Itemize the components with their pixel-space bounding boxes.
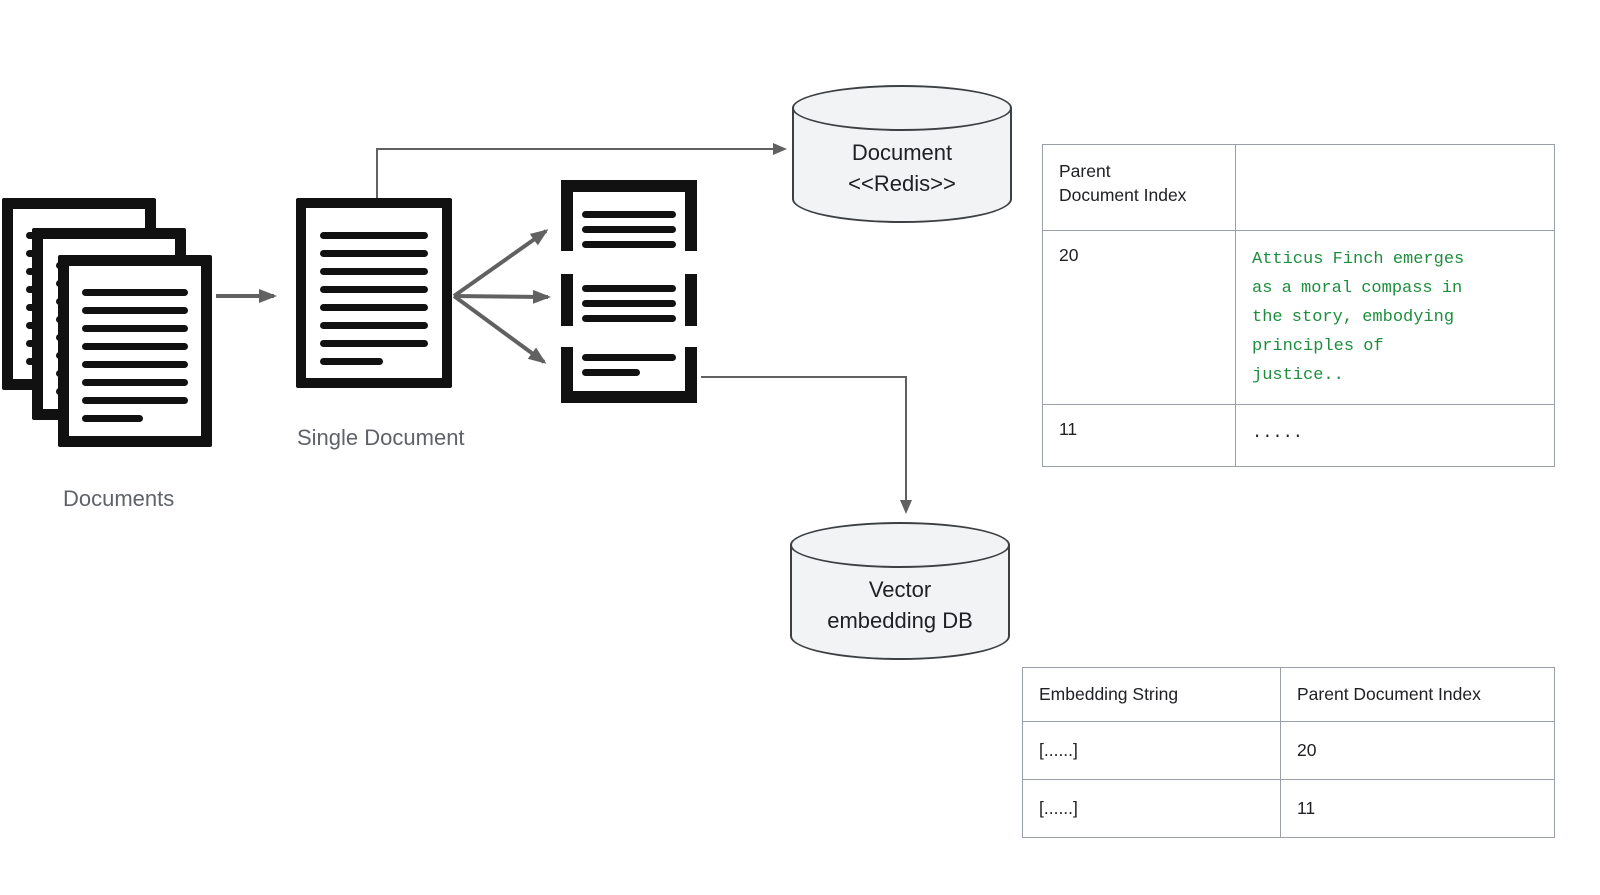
vector-db-label: Vector embedding DB bbox=[790, 574, 1010, 636]
parent-document-index-header: Parent Document Index bbox=[1042, 144, 1236, 231]
vector-db-label-line1: Vector bbox=[868, 577, 932, 602]
document-front-icon bbox=[58, 255, 212, 447]
embedding-table: Embedding String Parent Document Index [… bbox=[1022, 667, 1555, 838]
table-row: [......] 20 bbox=[1022, 721, 1555, 780]
parent-document-index-header: Parent Document Index bbox=[1280, 667, 1555, 722]
table-row: [......] 11 bbox=[1022, 779, 1555, 838]
arrow-single-to-chunk-bottom bbox=[452, 294, 547, 364]
table-row: 11 ..... bbox=[1042, 404, 1555, 467]
parent-index-cell: 20 bbox=[1280, 721, 1555, 780]
document-content-cell: Atticus Finch emerges as a moral compass… bbox=[1235, 230, 1555, 405]
table-header-row: Parent Document Index bbox=[1042, 144, 1555, 231]
vector-db-label-line2: embedding DB bbox=[827, 608, 973, 633]
content-header bbox=[1235, 144, 1555, 231]
parent-index-cell: 11 bbox=[1042, 404, 1236, 467]
parent-index-cell: 11 bbox=[1280, 779, 1555, 838]
cylinder-top bbox=[790, 522, 1010, 568]
document-chunk-top-icon bbox=[561, 180, 697, 251]
embedding-cell: [......] bbox=[1022, 721, 1281, 780]
cylinder-top bbox=[792, 85, 1012, 131]
embedding-cell: [......] bbox=[1022, 779, 1281, 838]
embedding-string-header: Embedding String bbox=[1022, 667, 1281, 722]
document-content-cell: ..... bbox=[1235, 404, 1555, 467]
parent-document-table: Parent Document Index 20 Atticus Finch e… bbox=[1042, 144, 1555, 467]
table-row: 20 Atticus Finch emerges as a moral comp… bbox=[1042, 230, 1555, 405]
parent-index-cell: 20 bbox=[1042, 230, 1236, 405]
table-header-row: Embedding String Parent Document Index bbox=[1022, 667, 1555, 722]
vector-db-cylinder: Vector embedding DB bbox=[790, 522, 1010, 660]
arrow-single-to-redis bbox=[376, 143, 787, 198]
redis-db-label-line2: <<Redis>> bbox=[848, 171, 956, 196]
documents-label: Documents bbox=[63, 486, 175, 511]
single-document-label: Single Document bbox=[297, 425, 465, 450]
document-chunk-middle-icon bbox=[561, 274, 697, 326]
single-document-icon bbox=[296, 198, 452, 388]
redis-db-label-line1: Document bbox=[851, 140, 953, 165]
arrow-chunk-to-vector-db bbox=[701, 376, 912, 514]
arrow-single-to-chunk-top bbox=[452, 229, 549, 298]
arrow-single-to-chunk-middle bbox=[453, 289, 551, 304]
redis-document-db-cylinder: Document <<Redis>> bbox=[792, 85, 1012, 223]
redis-db-label: Document <<Redis>> bbox=[792, 137, 1012, 199]
document-chunk-bottom-icon bbox=[561, 347, 697, 403]
